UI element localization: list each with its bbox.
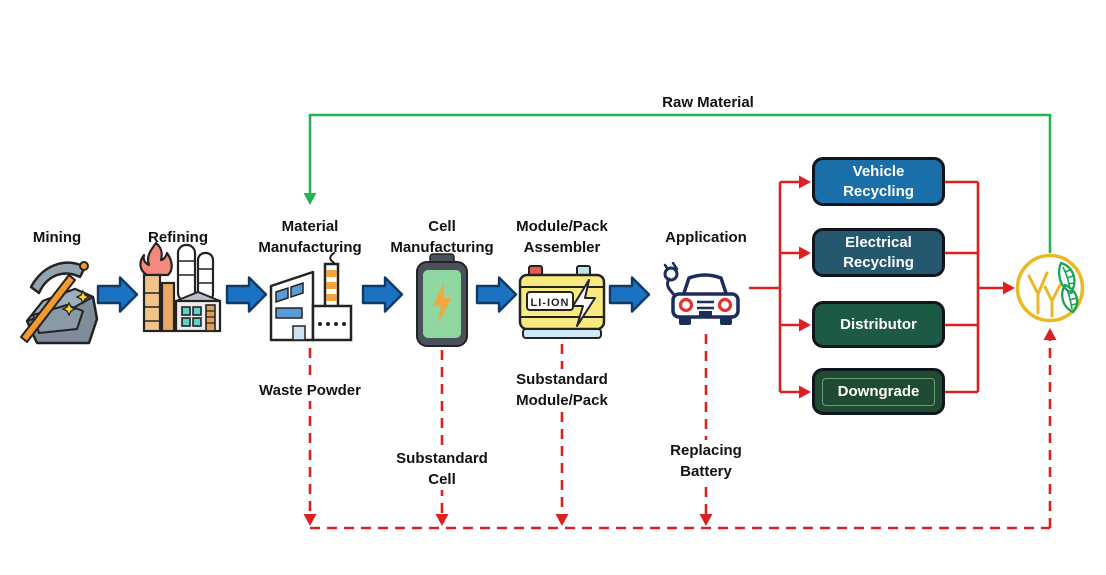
stage-label-mining: Mining [32, 229, 82, 246]
substandard-cell-label: Substandard Cell [380, 448, 504, 490]
vehicle-recycling-box: Vehicle Recycling [812, 157, 945, 206]
flow-arrow-icon [225, 276, 268, 313]
downgrade-box-label: Downgrade [822, 377, 935, 406]
distribution-arrowheads [799, 175, 1015, 399]
raw-material-label: Raw Material [662, 94, 754, 111]
stage-label-cell-manufacturing: Cell Manufacturing [390, 218, 494, 256]
distributor-box-label: Distributor [840, 315, 917, 333]
waste-return-arrowheads [303, 328, 1057, 526]
replacing-battery-label: Replacing Battery [654, 440, 758, 482]
raw-material-line [308, 113, 1052, 253]
substandard-module-pack-label: Substandard Module/Pack [500, 369, 624, 411]
stage-label-application: Application [665, 229, 747, 246]
raw-material-arrowhead-icon [303, 193, 317, 205]
downgrade-box: Downgrade [812, 368, 945, 415]
waste-return-lines [308, 334, 1052, 530]
flow-arrow-icon [475, 276, 518, 313]
process-flow-arrows [96, 276, 651, 313]
battery-pack-icon: LI-ION [517, 264, 607, 347]
electric-car-icon [656, 261, 755, 339]
waste-powder-label: Waste Powder [255, 380, 365, 401]
electrical-recycling-box-label: Electrical Recycling [843, 233, 914, 271]
distributor-box: Distributor [812, 301, 945, 348]
distribution-lines [749, 180, 1003, 394]
factory-icon [263, 250, 357, 353]
electrical-recycling-box: Electrical Recycling [812, 228, 945, 277]
stage-label-module-pack-assembler: Module/Pack Assembler [516, 218, 608, 256]
stage-label-refining: Refining [148, 229, 208, 246]
refinery-plant-icon [132, 237, 225, 348]
flow-arrow-icon [361, 276, 404, 313]
eco-circle-icon [1014, 252, 1086, 329]
flow-arrow-icon [96, 276, 139, 313]
stage-label-material-manufacturing: Material Manufacturing [258, 218, 362, 256]
mining-pickaxe-icon [13, 251, 101, 352]
vehicle-recycling-box-label: Vehicle Recycling [843, 162, 914, 200]
battery-pack-label: LI-ION [531, 297, 570, 309]
flow-arrow-icon [608, 276, 651, 313]
battery-cell-icon [414, 252, 470, 355]
